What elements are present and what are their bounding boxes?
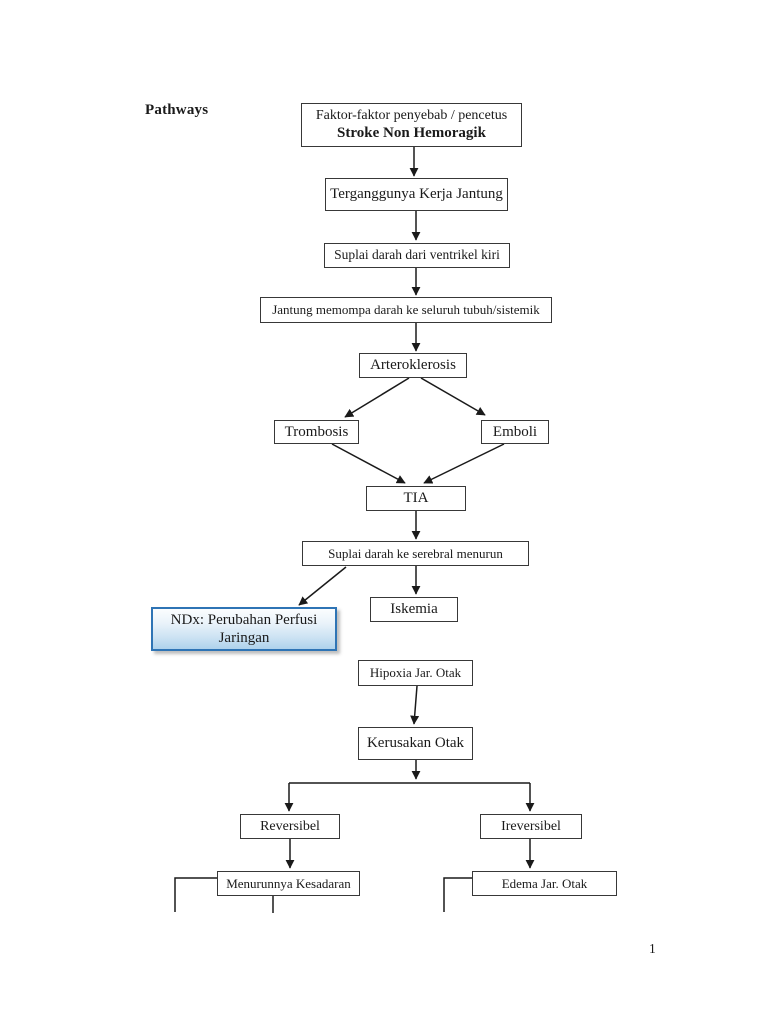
node-label: Suplai darah dari ventrikel kiri (334, 247, 500, 263)
node-ndx-line2: Jaringan (218, 630, 270, 646)
page-number: 1 (649, 941, 656, 956)
node-label: TIA (403, 490, 429, 507)
node-edema-jar-otak: Edema Jar. Otak (472, 871, 617, 896)
node-label: Suplai darah ke serebral menurun (328, 545, 503, 561)
node-faktor-pencetus-line2: Stroke Non Hemoragik (337, 125, 486, 142)
node-emboli: Emboli (481, 420, 549, 444)
node-label: Terganggunya Kerja Jantung (330, 186, 503, 203)
pathways-heading: Pathways (145, 102, 209, 118)
node-label: Reversibel (260, 818, 320, 834)
node-faktor-pencetus: Faktor-faktor penyebab / pencetus Stroke… (301, 103, 522, 147)
node-tia: TIA (366, 486, 466, 511)
node-iskemia: Iskemia (370, 597, 458, 622)
node-label: Iskemia (390, 601, 438, 618)
node-label: Jantung memompa darah ke seluruh tubuh/s… (272, 302, 540, 318)
node-label: Emboli (492, 423, 538, 440)
node-jantung-memompa: Jantung memompa darah ke seluruh tubuh/s… (260, 297, 552, 323)
node-suplai-darah-serebral-menurun: Suplai darah ke serebral menurun (302, 541, 529, 566)
node-kerusakan-otak: Kerusakan Otak (358, 727, 473, 760)
node-label: Hipoxia Jar. Otak (369, 665, 462, 681)
node-trombosis: Trombosis (274, 420, 359, 444)
node-label: Trombosis (284, 423, 349, 440)
node-reversibel: Reversibel (240, 814, 340, 839)
node-label: Menurunnya Kesadaran (226, 875, 351, 891)
node-label: Kerusakan Otak (366, 735, 465, 752)
node-terganggunya-kerja-jantung: Terganggunya Kerja Jantung (325, 178, 508, 211)
node-label: Arteroklerosis (370, 357, 456, 374)
node-arteroklerosis: Arteroklerosis (359, 353, 467, 378)
node-label: Edema Jar. Otak (501, 875, 588, 891)
node-menurunnya-kesadaran: Menurunnya Kesadaran (217, 871, 360, 896)
node-label: Ireversibel (501, 818, 561, 834)
node-hipoxia-jar-otak: Hipoxia Jar. Otak (358, 660, 473, 686)
node-ndx-perubahan-perfusi-jaringan: NDx: Perubahan Perfusi Jaringan (151, 607, 337, 651)
node-faktor-pencetus-line1: Faktor-faktor penyebab / pencetus (315, 108, 508, 124)
node-ireversibel: Ireversibel (480, 814, 582, 839)
node-ndx-line1: NDx: Perubahan Perfusi (170, 611, 318, 628)
node-suplai-darah-ventrikel-kiri: Suplai darah dari ventrikel kiri (324, 243, 510, 268)
